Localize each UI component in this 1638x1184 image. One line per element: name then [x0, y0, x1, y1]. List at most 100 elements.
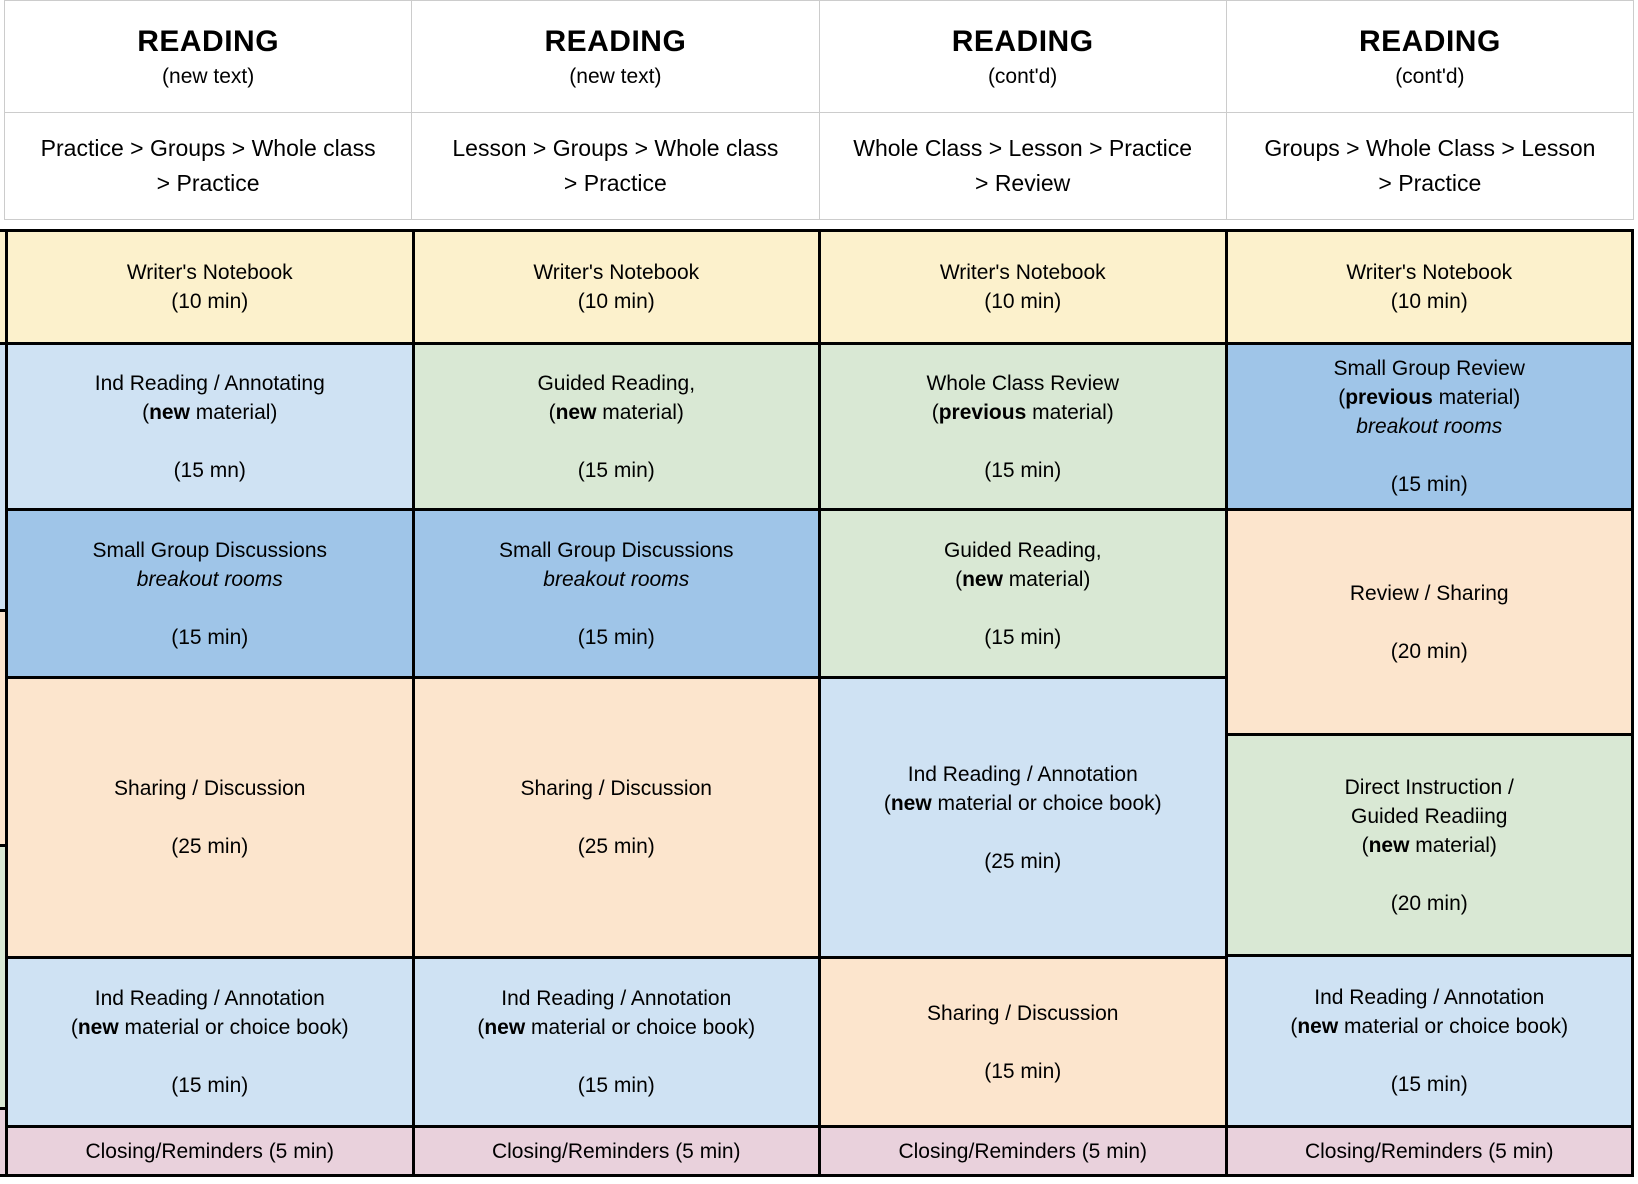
cell-line: (new material) [142, 400, 278, 424]
cell-line: (new material) [1361, 833, 1497, 857]
cell-line: (10 min) [577, 290, 655, 313]
cell-line: (new material or choice book) [477, 1016, 756, 1039]
cell-line: (15 min) [984, 458, 1062, 482]
schedule-cell: Guided Reading, (new material) (15 min) [414, 345, 818, 508]
cell-line: Writer's Notebook [939, 261, 1106, 284]
flow-line: > Review [975, 170, 1071, 196]
cell-line [613, 1042, 619, 1071]
cell-line [1426, 860, 1432, 889]
cropped-cell [0, 345, 5, 609]
cell-line: (15 min) [577, 458, 655, 482]
cell-line: Small Group Discussions [92, 538, 328, 562]
cell-line: breakout rooms [137, 565, 283, 594]
cell-line: (10 min) [171, 290, 249, 313]
cell-line: (new material) [548, 400, 684, 424]
emphasis-bold: new [1368, 833, 1410, 857]
column-title: READING [1358, 24, 1501, 58]
cell-line [207, 1042, 213, 1071]
flow-line: Whole Class > Lesson > Practice [853, 135, 1193, 161]
cell-line: Writer's Notebook [1346, 261, 1513, 284]
cell-line: (20 min) [1390, 639, 1468, 663]
cropped-cell [0, 1110, 5, 1174]
cell-line: (15 min) [577, 1074, 655, 1097]
emphasis-bold: new [962, 567, 1003, 591]
schedule-column-4: Writer's Notebook (10 min) Small Group Rev… [1227, 232, 1631, 1174]
cell-line: Sharing / Discussion [520, 777, 712, 800]
column-title: READING [137, 24, 280, 58]
column-flow-2: Lesson > Groups > Whole class> Practice [412, 113, 819, 219]
cell-line [207, 427, 213, 456]
emphasis-bold: new [890, 791, 932, 815]
schedule-cell: Sharing / Discussion (25 min) [414, 679, 818, 956]
cell-line: Ind Reading / Annotation [94, 987, 325, 1010]
column-flow-1: Practice > Groups > Whole class> Practic… [5, 113, 412, 219]
cell-line: Whole Class Review [926, 371, 1120, 395]
cropped-cell [0, 612, 5, 844]
schedule-cell: Ind Reading / Annotation(new material or… [1227, 957, 1631, 1125]
emphasis-bold: new [1297, 1015, 1339, 1038]
cell-line: Closing/Reminders (5 min) [85, 1139, 335, 1163]
cell-line: Small Group Discussions [498, 538, 734, 562]
cell-line [613, 427, 619, 456]
cell-line: (25 min) [984, 849, 1062, 873]
column-flow-3: Whole Class > Lesson > Practice > Review [819, 113, 1226, 219]
schedule-column-3: Writer's Notebook (10 min) Whole Class Rev… [821, 232, 1225, 1174]
cropped-cell [0, 847, 5, 1107]
emphasis-italic: breakout rooms [136, 567, 283, 591]
cell-line [613, 803, 619, 832]
cell-line: (new material or choice book) [1290, 1015, 1569, 1038]
flow-line: > Practice [563, 170, 667, 196]
cell-line [207, 594, 213, 623]
cell-line: Guided Reading, [943, 538, 1102, 562]
emphasis-bold: new [77, 1016, 119, 1039]
schedule-cell: Writer's Notebook (10 min) [1227, 232, 1631, 342]
schedule-cell: Direct Instruction /Guided Readiing(new … [1227, 736, 1631, 954]
column-title: READING [544, 24, 687, 58]
column-flow-4: Groups > Whole Class > Lesson> Practice [1226, 113, 1633, 219]
schedule-column-2: Writer's Notebook (10 min) Guided Reading,… [414, 232, 818, 1174]
cell-line: (15 min) [171, 625, 249, 649]
schedule-cell: Closing/Reminders (5 min) [821, 1128, 1225, 1174]
cell-line: (15 min) [577, 625, 655, 649]
schedule-cell: Ind Reading / Annotation (new material or… [414, 959, 818, 1125]
schedule-cell: Writer's Notebook (10 min) [8, 232, 412, 342]
cell-line: Guided Readiing [1351, 804, 1508, 828]
cell-line: Writer's Notebook [126, 261, 293, 284]
cell-line: Ind Reading / Annotation [501, 987, 732, 1010]
schedule-column-1: Writer's Notebook (10 min) Ind Reading / A… [8, 232, 412, 1174]
cell-line: Ind Reading / Annotation [907, 762, 1138, 786]
schedule-cell: Ind Reading / Annotation(new material or… [821, 679, 1225, 956]
schedule-cell: Closing/Reminders (5 min) [414, 1128, 818, 1174]
cell-line: Small Group Review [1333, 357, 1525, 380]
column-header-2: READING(new text) [412, 1, 819, 112]
cell-line: (10 min) [984, 290, 1062, 313]
column-title: READING [951, 24, 1094, 58]
cell-line: Closing/Reminders (5 min) [1304, 1139, 1554, 1163]
column-header-3: READING(cont'd) [819, 1, 1226, 112]
cell-line [1426, 608, 1432, 637]
schedule-cell: Writer's Notebook (10 min) [821, 232, 1225, 342]
schedule-cell: Whole Class Review(previous material) (1… [821, 345, 1225, 508]
cell-line: breakout rooms [1356, 412, 1502, 441]
cell-line: (new material or choice book) [70, 1016, 349, 1039]
flow-line: > Practice [1378, 170, 1482, 196]
cell-line [613, 594, 619, 623]
flow-line: > Practice [156, 170, 260, 196]
cell-line: Sharing / Discussion [927, 1001, 1119, 1025]
schedule-cell: Ind Reading / Annotation (new material or… [8, 959, 412, 1125]
column-subtitle: (cont'd) [1395, 64, 1465, 88]
cell-line: Guided Reading, [537, 371, 696, 395]
cell-line: (15 mn) [173, 458, 246, 482]
cell-line: (10 min) [1390, 290, 1468, 313]
schedule-cell: Guided Reading,(new material) (15 min) [821, 511, 1225, 676]
cell-line [1020, 427, 1026, 456]
emphasis-bold: new [555, 400, 597, 424]
cell-line: (15 min) [1390, 473, 1468, 496]
cell-line [207, 803, 213, 832]
schedule-cell: Closing/Reminders (5 min) [8, 1128, 412, 1174]
schedule-cell: Sharing / Discussion (25 min) [8, 679, 412, 956]
cell-line: Writer's Notebook [533, 261, 700, 284]
cell-line [1020, 818, 1026, 847]
